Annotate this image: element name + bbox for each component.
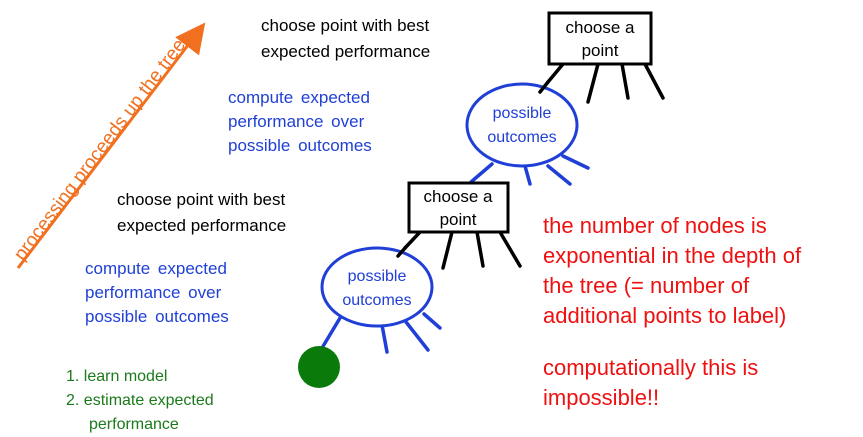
leaf-steps: 1. learn model 2. estimate expected perf… <box>66 365 214 437</box>
lower-compute-text: compute expected performance over possib… <box>85 257 229 329</box>
lower-box-label-line2: point <box>440 210 477 229</box>
upper-box-label-line1: choose a <box>566 18 636 37</box>
lower-ellipse-label-line2: outcomes <box>342 292 411 309</box>
upper-box-label-line2: point <box>582 41 619 60</box>
complexity-note-line2: exponential in the depth of <box>543 243 802 268</box>
complexity-note-line1: the number of nodes is <box>543 213 767 238</box>
upper-choose-text: choose point with best expected performa… <box>261 13 430 65</box>
lower-choose-text-line2: expected performance <box>117 216 287 235</box>
lower-ellipse-to-box-link <box>396 246 407 258</box>
leaf-step-1: 1. learn model <box>66 368 168 385</box>
upper-outcomes-ellipse <box>465 82 579 168</box>
complexity-note-line6: impossible!! <box>543 385 660 410</box>
lower-compute-text-line2: performance over <box>85 283 222 302</box>
complexity-note-line4: additional points to label) <box>543 303 787 328</box>
upper-choose-text-line2: expected performance <box>261 42 431 61</box>
upper-compute-text: compute expected performance over possib… <box>228 86 372 158</box>
lower-outcome-branches <box>320 312 442 354</box>
lower-choose-text-line1: choose point with best <box>117 190 286 209</box>
upper-choose-branches <box>546 62 665 104</box>
complexity-note-line3: the tree (= number of <box>543 273 750 298</box>
lower-outcomes-ellipse <box>320 246 434 328</box>
lower-choose-box <box>407 181 510 234</box>
complexity-note: the number of nodes is exponential in th… <box>543 211 801 413</box>
upper-compute-text-line2: performance over <box>228 112 365 131</box>
leaf-node <box>298 346 340 388</box>
upper-ellipse-label-line1: possible <box>493 105 552 122</box>
lower-compute-text-line1: compute expected <box>85 259 227 278</box>
lower-compute-text-line3: possible outcomes <box>85 307 229 326</box>
complexity-note-line5: computationally this is <box>543 355 759 380</box>
upper-choose-box <box>547 11 653 66</box>
upper-outcome-branches <box>469 154 590 186</box>
upper-compute-text-line1: compute expected <box>228 88 370 107</box>
complexity-note-spacer <box>543 331 801 353</box>
leaf-step-2: 2. estimate expected <box>66 392 214 409</box>
lower-choose-branches <box>403 230 522 270</box>
upper-compute-text-line3: possible outcomes <box>228 136 372 155</box>
upper-ellipse-to-box-link <box>538 80 550 94</box>
lower-box-label-line1: choose a <box>424 187 494 206</box>
lower-ellipse-label-line1: possible <box>348 268 407 285</box>
lower-choose-text: choose point with best expected performa… <box>117 187 286 239</box>
upper-ellipse-label-line2: outcomes <box>487 129 556 146</box>
upper-choose-text-line1: choose point with best <box>261 16 430 35</box>
leaf-step-2-cont: performance <box>89 416 179 433</box>
processing-arrow <box>16 22 206 269</box>
